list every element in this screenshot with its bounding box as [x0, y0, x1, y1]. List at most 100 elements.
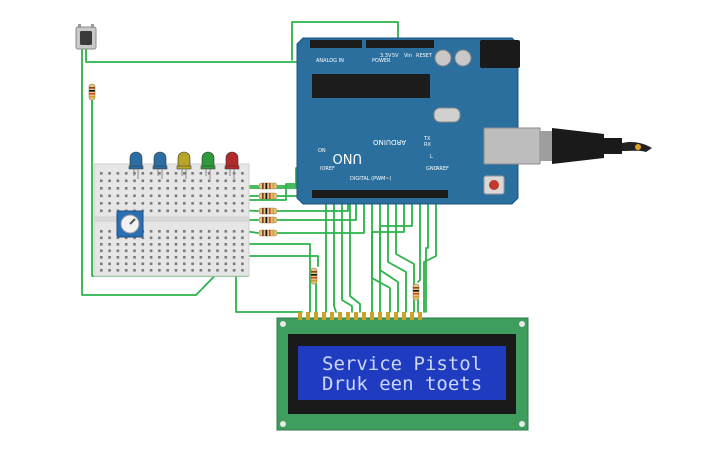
- crystal: [433, 107, 461, 123]
- resistor-band: [272, 208, 275, 214]
- breadboard-hole: [224, 202, 228, 205]
- breadboard-hole: [207, 249, 211, 253]
- breadboard-hole: [133, 236, 136, 240]
- potentiometer[interactable]: [116, 210, 144, 238]
- breadboard-hole: [216, 236, 219, 240]
- breadboard-hole: [224, 269, 228, 272]
- breadboard-hole: [216, 269, 219, 272]
- pin-label-aref: AREF: [436, 166, 449, 172]
- led-body: [153, 151, 167, 169]
- breadboard-hole: [133, 256, 136, 259]
- wire: [425, 197, 429, 313]
- breadboard-hole: [166, 172, 169, 175]
- breadboard-hole: [141, 243, 145, 246]
- breadboard-hole: [158, 202, 161, 205]
- breadboard-hole: [224, 249, 228, 253]
- resistor-band: [272, 217, 275, 223]
- breadboard-hole: [224, 236, 228, 240]
- resistor-band: [265, 193, 268, 199]
- breadboard-hole: [224, 256, 228, 259]
- breadboard-hole: [108, 269, 111, 272]
- resistor-band: [265, 208, 268, 214]
- breadboard-hole: [108, 209, 111, 213]
- lcd-pin-header: [298, 312, 422, 320]
- breadboard-hole: [199, 256, 203, 259]
- wire: [247, 255, 319, 267]
- lcd-pin: [402, 312, 406, 320]
- breadboard-hole: [232, 249, 236, 253]
- resistor-band: [265, 230, 268, 236]
- breadboard-hole: [158, 230, 161, 233]
- lcd-pin: [378, 312, 382, 320]
- breadboard-hole: [191, 194, 194, 198]
- resistor-body: [258, 229, 278, 237]
- breadboard-hole: [232, 256, 236, 259]
- breadboard-hole: [141, 256, 145, 259]
- breadboard-hole: [141, 194, 145, 198]
- wire: [333, 203, 337, 313]
- digital-header-label: DIGITAL (PWM~): [350, 176, 392, 182]
- capacitor-2: [454, 49, 472, 67]
- breadboard-hole: [141, 202, 145, 205]
- resistor-band: [262, 183, 264, 189]
- pin-label-3v3: 3.3V: [380, 53, 392, 59]
- lcd-pin: [386, 312, 390, 320]
- breadboard-hole: [191, 262, 194, 266]
- breadboard-hole: [133, 179, 136, 183]
- led-green: [200, 151, 216, 179]
- breadboard-hole: [124, 202, 128, 205]
- breadboard-hole: [108, 262, 111, 266]
- resistor-band: [262, 208, 264, 214]
- breadboard-hole: [207, 236, 211, 240]
- breadboard-hole: [207, 179, 211, 183]
- breadboard-hole: [141, 187, 145, 190]
- breadboard-hole: [207, 269, 211, 272]
- push-button[interactable]: [75, 24, 97, 50]
- breadboard-hole: [133, 269, 136, 272]
- breadboard-hole: [191, 256, 194, 259]
- breadboard-hole: [124, 249, 128, 253]
- breadboard-hole: [224, 243, 228, 246]
- led-body: [225, 151, 239, 169]
- breadboard-hole: [158, 256, 161, 259]
- tx-label: TX: [423, 136, 431, 142]
- pin-label-gnd: GND: [426, 166, 438, 172]
- breadboard-hole: [166, 269, 169, 272]
- breadboard-hole: [108, 236, 111, 240]
- breadboard-hole: [149, 179, 153, 183]
- breadboard-hole: [174, 194, 178, 198]
- breadboard-hole: [174, 243, 178, 246]
- breadboard-hole: [100, 230, 103, 233]
- breadboard-hole: [199, 172, 203, 175]
- breadboard-hole: [191, 187, 194, 190]
- resistor-band: [272, 193, 275, 199]
- breadboard-hole: [149, 172, 153, 175]
- breadboard-hole: [124, 236, 128, 240]
- breadboard-hole: [149, 243, 153, 246]
- breadboard-hole: [207, 243, 211, 246]
- breadboard-hole: [124, 262, 128, 266]
- wire: [349, 199, 361, 313]
- lcd-screen: [298, 346, 506, 400]
- power-header: [366, 40, 434, 48]
- breadboard-hole: [174, 236, 178, 240]
- breadboard-hole: [174, 209, 178, 213]
- resistor-body: [258, 207, 278, 215]
- led-blue: [152, 151, 168, 179]
- breadboard-hole: [100, 172, 103, 175]
- breadboard-hole: [232, 194, 236, 198]
- led-resistor-5: [258, 229, 278, 237]
- breadboard-hole: [116, 256, 120, 259]
- breadboard-hole: [141, 209, 145, 213]
- breadboard-hole: [158, 194, 161, 198]
- breadboard-hole: [216, 187, 219, 190]
- wire: [276, 197, 357, 221]
- breadboard-hole: [149, 194, 153, 198]
- breadboard-hole: [116, 172, 120, 175]
- arduino-uno-board: ANALOG IN POWER Vin 5V 3.3V RESET ARDUIN…: [296, 37, 541, 205]
- resistor-band: [272, 183, 275, 189]
- breadboard-hole: [116, 202, 120, 205]
- reset-button-cap: [489, 180, 499, 190]
- wire: [243, 243, 311, 313]
- lcd-pin: [370, 312, 374, 320]
